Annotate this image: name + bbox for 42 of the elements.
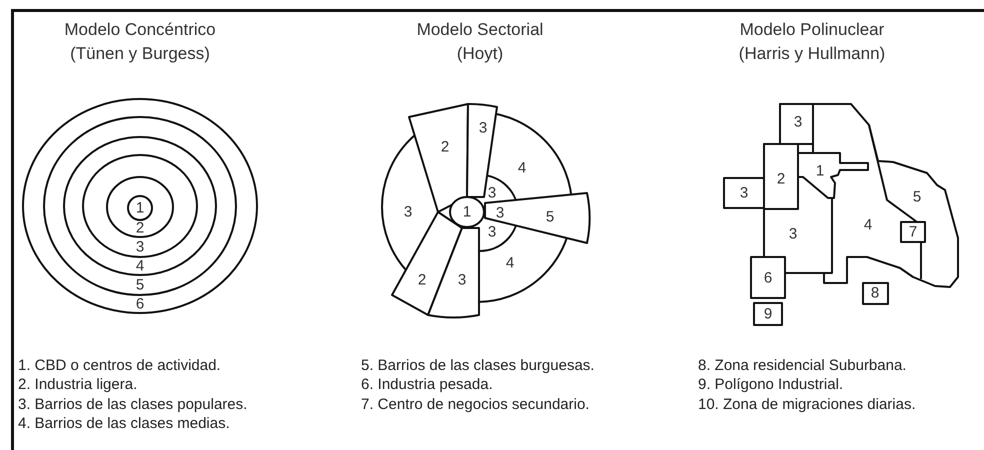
zone-number: 3 [740,186,748,200]
zone-number: 2 [418,272,426,288]
zone-number: 1 [136,200,144,216]
zone-number: 3 [488,224,496,240]
zone-number: 3 [404,204,412,220]
zone-number: 2 [440,140,450,154]
zone-number: 5 [546,210,554,224]
key-text: 8. Zona residencial Suburbana. [698,357,906,375]
key-text: 9. Polígono Industrial. [698,376,844,394]
zone-number: 3 [478,120,488,136]
zone-number: 1 [816,164,824,178]
key-text: 2. Industria ligera. [18,376,138,394]
model-title: Modelo Sectorial (Hoyt) [416,19,544,65]
zone-number: 3 [496,206,504,220]
zone-number: 2 [776,172,786,186]
key-text: 1. CBD o centros de actividad. [18,357,221,375]
zone-number: 6 [764,270,772,286]
key-text: 4. Barrios de las clases medias. [18,415,230,433]
model-title: Modelo Polinuclear (Harris y Hullmann) [738,19,886,65]
zone-number: 3 [136,240,144,254]
zone-number: 6 [136,296,144,312]
model-title: Modelo Concéntrico (Tünen y Burgess) [63,19,217,65]
zone-number: 5 [912,190,922,204]
zone-number: 2 [136,220,144,236]
zone-number: 3 [458,272,466,288]
zone-number: 1 [462,204,472,220]
zone-number: 3 [794,114,802,130]
key-text: 3. Barrios de las clases populares. [18,396,248,414]
zone-number: 4 [506,256,514,270]
key-text: 7. Centro de negocios secundario. [361,396,590,414]
zone-number: 3 [788,226,798,242]
zone-number: 4 [864,218,872,232]
key-text: 5. Barrios de las clases burguesas. [361,357,594,375]
zone-number: 9 [764,306,772,322]
key-text: 6. Industria pesada. [361,376,493,394]
zone-number: 4 [136,258,144,274]
zone-number: 8 [870,286,880,300]
zone-number: 5 [136,278,144,292]
zone-number: 3 [488,186,496,200]
key-text: 10. Zona de migraciones diarias. [698,396,916,414]
zone-number: 7 [908,224,918,240]
zone-number: 4 [518,160,526,176]
